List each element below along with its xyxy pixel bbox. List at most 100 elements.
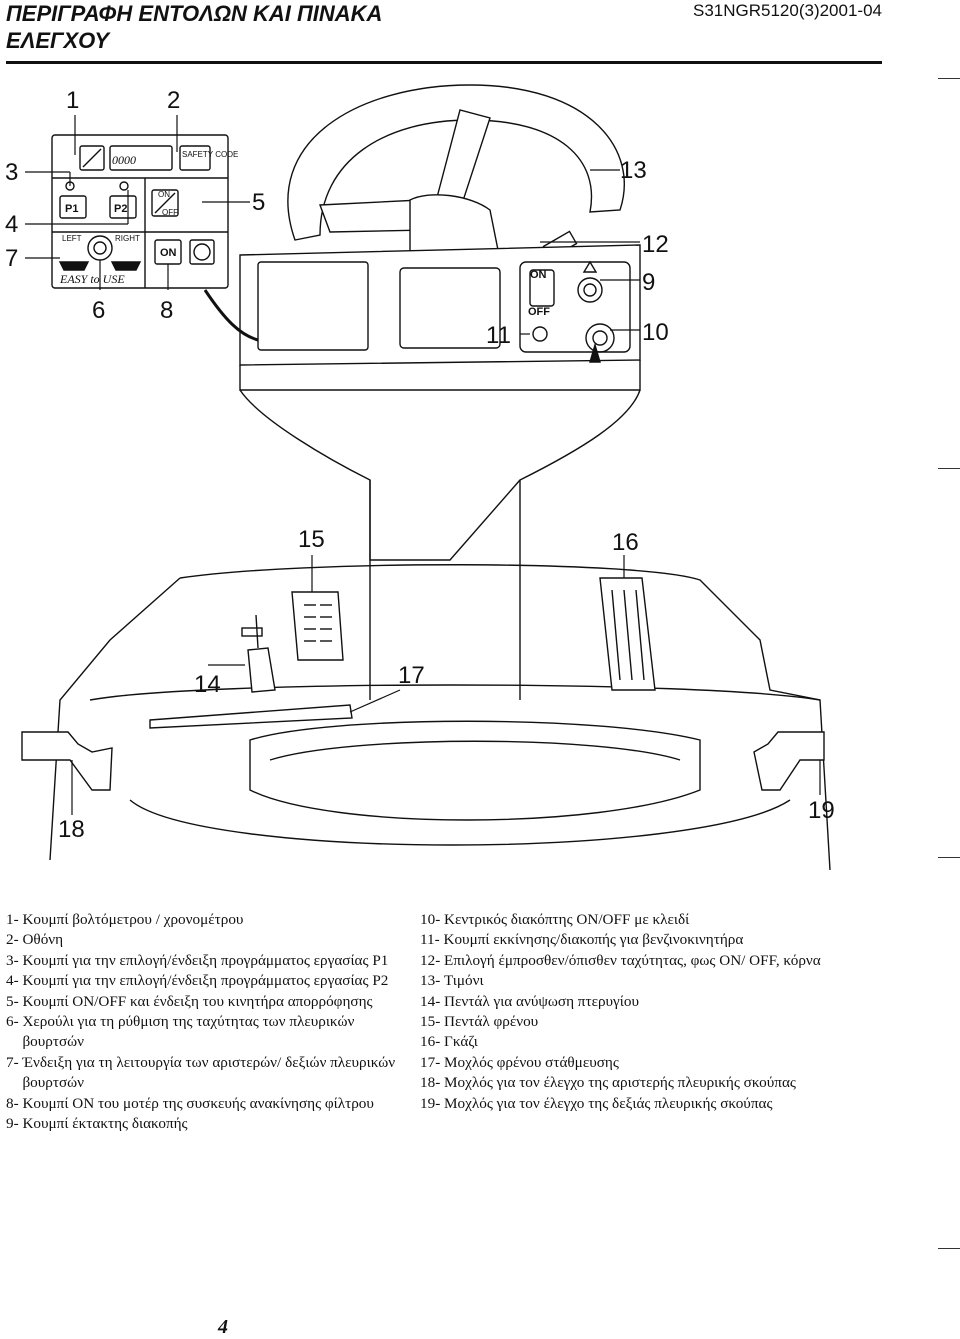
controls-diagram-svg: 0000 SAFETY CODE P1 P2 ON OFF LEFT RIGHT… [5,84,835,871]
legend-item: 13- Τιμόνι [420,971,840,991]
legend-item-number: 3- [6,951,23,969]
control-panel [51,134,229,289]
engine-start-button [532,326,548,342]
legend-item-text: Κουμπί για την επιλογή/ένδειξη προγράμμα… [22,951,389,969]
key-switch [585,323,615,353]
document-code: S31NGR5120(3)2001-04 [692,1,882,20]
callout-7: 7 [5,245,18,272]
callout-15: 15 [298,526,325,553]
callout-6: 6 [92,297,105,324]
legend-item-number: 8- [6,1094,23,1112]
legend-item: 2- Οθόνη [6,930,406,950]
suction-on-label: ON [158,190,170,199]
callout-18: 18 [58,816,85,843]
callout-16: 16 [612,529,639,556]
legend-item-number: 14- [420,992,445,1010]
callout-3: 3 [5,159,18,186]
legend-item: 14- Πεντάλ για ανύψωση πτερυγίου [420,992,840,1012]
chassis [239,389,641,561]
legend-item: 18- Μοχλός για τον έλεγχο της αριστερής … [420,1073,840,1093]
title-line-2: ΕΛΕΓΧΟΥ [6,28,110,53]
callout-10: 10 [642,319,669,346]
legend-item-text: Κουμπί για την επιλογή/ένδειξη προγράμμα… [22,972,389,990]
key-on-label: ON [530,269,547,281]
suction-button [151,189,179,217]
legend-item: 3- Κουμπί για την επιλογή/ένδειξη προγρά… [6,951,406,971]
margin-mark [938,78,960,79]
left-label: LEFT [62,234,82,243]
legend-item: 16- Γκάζι [420,1032,840,1052]
legend-item: 12- Επιλογή έμπροσθεν/όπισθεν ταχύτητας,… [420,951,840,971]
legend-item-text: Επιλογή έμπροσθεν/όπισθεν ταχύτητας, φως… [444,951,821,969]
legend-item: 6- Χερούλι για τη ρύθμιση της ταχύτητας … [6,1012,406,1053]
key-off-label: OFF [528,306,550,318]
legend-item: 7- Ένδειξη για τη λειτουργία των αριστερ… [6,1053,406,1094]
safety-code-label: SAFETY CODE [182,150,238,159]
legend-item-text: Οθόνη [22,931,64,949]
legend-item-number: 16- [420,1033,445,1051]
legend-item-text: Ένδειξη για τη λειτουργία των αριστερών/… [22,1053,396,1092]
legend-item: 10- Κεντρικός διακόπτης ON/OFF με κλειδί [420,910,840,930]
legend-item-text: Χερούλι για τη ρύθμιση της ταχύτητας των… [22,1013,355,1051]
legend-item: 1- Κουμπί βολτόμετρου / χρονομέτρου [6,910,406,930]
page-title: ΠΕΡΙΓΡΑΦΗ ΕΝΤΟΛΩΝ ΚΑΙ ΠΙΝΑΚΑ ΕΛΕΓΧΟΥ [6,0,382,54]
legend-item-number: 9- [6,1115,23,1133]
legend-item-number: 2- [6,931,23,949]
safety-code-button [179,145,211,171]
legend-item-text: Γκάζι [444,1033,478,1051]
callout-4: 4 [5,211,18,238]
legend-item-number: 13- [420,972,445,990]
display-text: 0000 [112,153,136,167]
legend-item-number: 19- [420,1094,445,1112]
legend-item-text: Μοχλός φρένου στάθμευσης [444,1053,619,1071]
legend-item-number: 4- [6,972,23,990]
callout-12: 12 [642,231,669,258]
legend-right: 10- Κεντρικός διακόπτης ON/OFF με κλειδί… [420,910,840,1114]
legend-item: 5- Κουμπί ON/OFF και ένδειξη του κινητήρ… [6,992,406,1012]
floor-plate [179,564,831,871]
display [109,145,173,171]
suction-off-label: OFF [162,208,178,217]
legend-item: 4- Κουμπί για την επιλογή/ένδειξη προγρά… [6,971,406,991]
legend-item: 19- Μοχλός για τον έλεγχο της δεξιάς πλε… [420,1094,840,1114]
legend-item: 11- Κουμπί εκκίνησης/διακοπής για βενζιν… [420,930,840,950]
callout-17: 17 [398,662,425,689]
legend-item-text: Μοχλός για τον έλεγχο της δεξιάς πλευρικ… [444,1094,773,1112]
legend-item-text: Κουμπί έκτακτης διακοπής [22,1115,188,1133]
legend-item: 9- Κουμπί έκτακτης διακοπής [6,1114,406,1134]
page-number: 4 [218,1316,228,1338]
legend-item-text: Κουμπί ON/OFF και ένδειξη του κινητήρα α… [22,992,373,1010]
legend-item-number: 1- [6,911,23,928]
callout-8: 8 [160,297,173,324]
legend-item-text: Κεντρικός διακόπτης ON/OFF με κλειδί [444,911,690,928]
legend-item-text: Μοχλός για τον έλεγχο της αριστερής πλευ… [444,1074,796,1092]
legend-item-number: 17- [420,1053,445,1071]
p1-button [59,195,87,219]
margin-mark [938,857,960,858]
margin-mark [938,468,960,469]
p2-led [119,181,129,191]
title-line-1: ΠΕΡΙΓΡΑΦΗ ΕΝΤΟΛΩΝ ΚΑΙ ΠΙΝΑΚΑ [6,1,383,26]
callout-14: 14 [194,671,221,698]
emergency-stop-button [577,277,603,303]
left-brush-lever [21,731,113,791]
brake-pedal-grips [304,604,332,642]
legend-item: 17- Μοχλός φρένου στάθμευσης [420,1053,840,1073]
steering-wheel [287,84,625,241]
voltmeter-button [79,145,105,171]
mini-panel [257,261,369,351]
header-rule [6,61,882,64]
legend-item: 15- Πεντάλ φρένου [420,1012,840,1032]
legend-item-text: Κουμπί βολτόμετρου / χρονομέτρου [22,911,244,928]
filter-on-label: ON [160,247,177,259]
legend-item-number: 10- [420,911,445,928]
controls-diagram: 0000 SAFETY CODE P1 P2 ON OFF LEFT RIGHT… [0,70,960,900]
p1-label: P1 [65,203,78,215]
legend-item-number: 15- [420,1013,445,1031]
legend-item-text: Κουμπί ON του μοτέρ της συσκευής ανακίνη… [22,1094,374,1112]
callout-11: 11 [486,322,511,349]
legend-item-number: 18- [420,1074,445,1092]
legend-item-text: Τιμόνι [444,972,484,990]
legend-item-number: 6- [6,1013,23,1031]
